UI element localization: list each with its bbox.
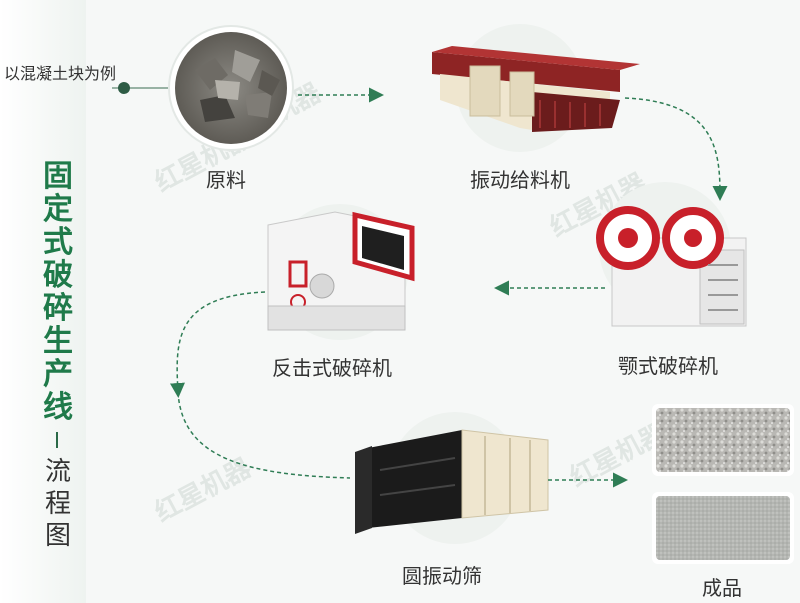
product-fine-image	[652, 492, 794, 564]
page-subtitle: 流程图	[44, 457, 71, 551]
flow-arrow	[169, 291, 266, 398]
title-divider	[56, 432, 58, 448]
vibrating-screen-image	[355, 412, 549, 544]
impact-crusher-image	[267, 204, 415, 340]
step-label-vibrating-feeder: 振动给料机	[470, 168, 570, 192]
jaw-crusher-image	[596, 182, 747, 327]
step-label-raw-material: 原料	[206, 168, 246, 192]
note-leader-dot	[118, 82, 130, 94]
product-coarse-image	[652, 404, 794, 476]
step-label-finished-product: 成品	[702, 576, 742, 600]
step-label-impact-crusher: 反击式破碎机	[272, 356, 392, 380]
left-band	[0, 0, 86, 603]
raw-material-image	[168, 25, 294, 151]
page-title: 固定式破碎生产线	[43, 159, 73, 425]
example-note: 以混凝土块为例	[3, 64, 116, 83]
step-label-vibrating-screen: 圆振动筛	[402, 564, 482, 588]
flow-arrow	[624, 97, 728, 201]
flow-arrow	[177, 391, 351, 479]
step-label-jaw-crusher: 颚式破碎机	[618, 354, 718, 378]
vibrating-feeder-image	[432, 24, 640, 152]
